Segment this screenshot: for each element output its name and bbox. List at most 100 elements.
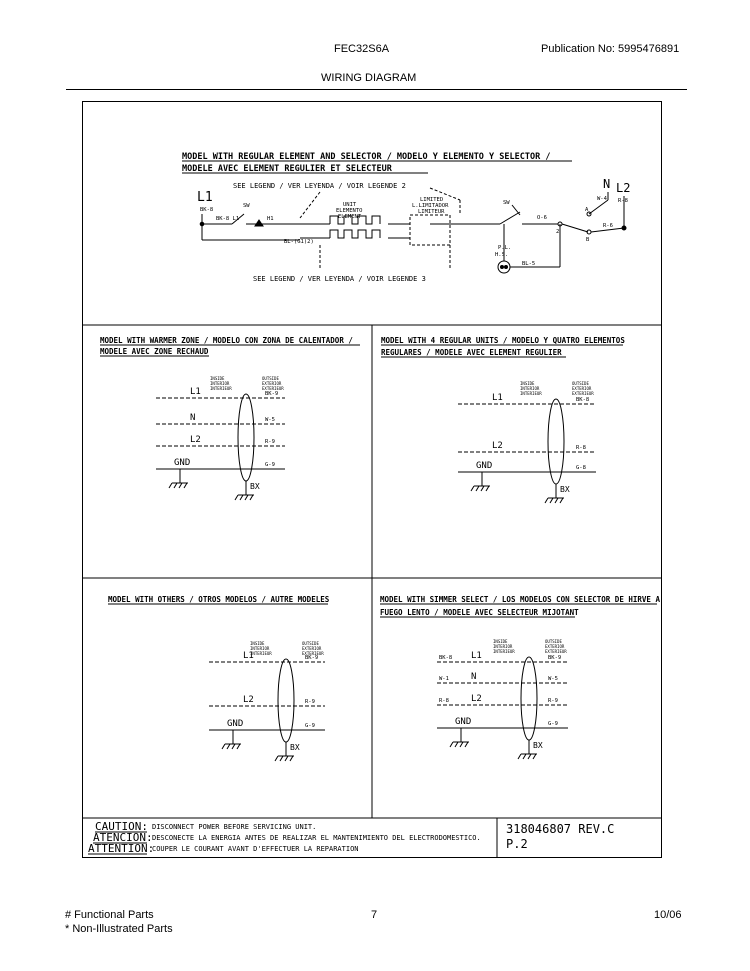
top-heading-2: MODELE AVEC ELEMENT REGULIER ET SELECTEU… [182,164,393,174]
page-code: P.2 [506,837,528,851]
bx-label: BX [560,485,570,494]
wire-code: G-9 [305,723,315,729]
panel-3: MODEL WITH OTHERS / OTROS MODELOS / AUTR… [108,595,330,762]
wire-code-left: W-1 [439,676,449,682]
inside-label: INSIDE [210,376,225,381]
row-label: L1 [492,393,503,403]
top-w4: W-4 [597,196,608,202]
part-number: 318046807 REV.C [506,822,614,836]
row-label: L1 [243,651,254,661]
top-r6: R-6 [603,223,613,229]
top-l1: L1 [197,190,213,205]
outside-label: EXTERIOR [545,644,565,649]
inside-label: INTERIOR [250,646,270,651]
top-panel: MODEL WITH REGULAR ELEMENT AND SELECTOR … [182,152,630,283]
wire-code: R-8 [576,445,586,451]
wire-code-left: R-8 [439,698,449,704]
bx-label: BX [290,743,300,752]
panel-2: MODEL WITH 4 REGULAR UNITS / MODELO Y QU… [381,336,625,504]
row-label: GND [476,461,492,471]
panel-heading-1: MODEL WITH SIMMER SELECT / LOS MODELOS C… [380,595,660,604]
wire-code: BK-8 [576,397,589,403]
inside-label: INSIDE [493,639,508,644]
outside-label: EXTERIEUR [262,386,284,391]
attention-text: COUPER LE COURANT AVANT D'EFFECTUER LA R… [152,845,359,853]
wire-code: R-9 [305,699,315,705]
atencion-text: DESCONECTE LA ENERGIA ANTES DE REALIZAR … [152,834,481,842]
wire-code: W-5 [548,676,558,682]
top-unit-2: ELEMENTO [336,208,363,214]
wire-code: G-8 [576,465,586,471]
wire-code: BK-9 [305,655,318,661]
top-pos-2: 2 [556,229,559,235]
panel-4: MODEL WITH SIMMER SELECT / LOS MODELOS C… [380,595,660,760]
row-label: L2 [190,435,201,445]
top-unit-3: ELEMENT [338,214,362,220]
top-bk8: BK-8 [200,207,213,213]
page-title: WIRING DIAGRAM [321,72,417,84]
bx-label: BX [250,482,260,491]
top-pl-1: P.L. [498,245,511,251]
top-n: N [603,177,610,191]
cable-sheath [547,398,565,485]
inside-label: INTERIOR [210,381,230,386]
attention-label: ATTENTION: [88,842,154,855]
panel-1: MODEL WITH WARMER ZONE / MODELO CON ZONA… [100,336,360,501]
outside-label: EXTERIOR [572,386,592,391]
row-label: N [190,413,195,423]
top-r8: R-8 [618,198,628,204]
legend-bottom: SEE LEGEND / VER LEYENDA / VOIR LEGENDE … [253,275,426,283]
panel-heading-1: MODEL WITH 4 REGULAR UNITS / MODELO Y QU… [381,336,625,345]
top-bl5: BL-5 [522,261,535,267]
panel-heading-1: MODEL WITH OTHERS / OTROS MODELOS / AUTR… [108,595,330,604]
inside-label: INSIDE [250,641,265,646]
top-limiter-2: L.LIMITADOR [412,203,449,209]
caution-text: DISCONNECT POWER BEFORE SERVICING UNIT. [152,823,316,831]
caution-block: CAUTION: DISCONNECT POWER BEFORE SERVICI… [88,820,614,855]
row-label: L2 [243,695,254,705]
wire-code-left: BK-8 [439,655,452,661]
inside-label: INSIDE [520,381,535,386]
panel-heading-2: MODELE AVEC ZONE RECHAUD [100,347,209,356]
row-label: GND [227,719,243,729]
panel-heading-2: REGULARES / MODELE AVEC ELEMENT REGULIER [381,348,562,357]
top-circuit [199,187,627,274]
outside-label: OUTSIDE [572,381,589,386]
wire-code: G-9 [548,721,558,727]
wire-code: G-9 [265,462,275,468]
diagram-frame [82,101,662,858]
top-h1: H1 [267,216,274,222]
panels: MODEL WITH WARMER ZONE / MODELO CON ZONA… [100,336,660,762]
wire-code: W-5 [265,417,275,423]
top-l2: L2 [616,181,630,195]
wire-code: BK-9 [265,391,278,397]
panel-heading-1: MODEL WITH WARMER ZONE / MODELO CON ZONA… [100,336,353,345]
wire-code: BK-9 [548,655,561,661]
wire-code: R-9 [548,698,558,704]
outside-label: EXTERIOR [262,381,282,386]
outside-label: EXTERIEUR [302,651,324,656]
inside-label: INTERIEUR [210,386,232,391]
top-unit-1: UNIT [343,202,357,208]
inside-label: INTERIOR [520,386,540,391]
top-pl-2: H.S. [495,252,508,258]
top-limiter-3: LIMITEUR [418,209,445,215]
cable-sheath [237,393,255,482]
footer-functional: # Functional Parts [65,909,154,921]
row-label: L2 [471,694,482,704]
row-label: L2 [492,441,503,451]
bx-label: BX [533,741,543,750]
outside-label: OUTSIDE [302,641,319,646]
row-label: GND [455,717,471,727]
top-pos-b: B [586,237,590,243]
row-label: L1 [190,387,201,397]
header-rule [66,89,687,90]
publication-number: Publication No: 5995476891 [541,43,680,55]
row-label: L1 [471,651,482,661]
top-bk8-l1: BK-8 L1 [216,216,239,222]
row-label: GND [174,458,190,468]
inside-label: INTERIOR [493,644,513,649]
atencion-label: ATENCION: [93,831,153,844]
top-sw-right: SW [503,200,510,206]
